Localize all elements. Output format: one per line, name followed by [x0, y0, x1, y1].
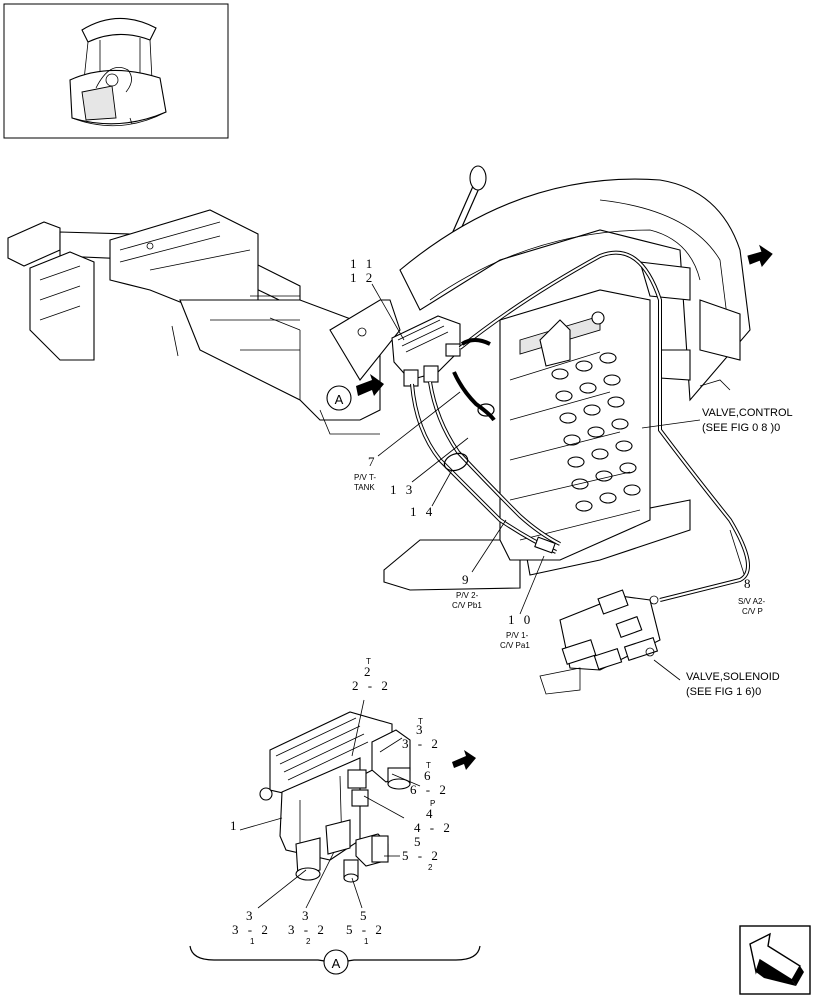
detail-pilot-valve	[259, 711, 411, 883]
svg-text:2: 2	[306, 937, 311, 946]
svg-text:1: 1	[250, 937, 255, 946]
svg-text:4: 4	[426, 806, 436, 821]
leader-lines	[371, 283, 745, 681]
ref-control-valve-1: VALVE,CONTROL	[702, 407, 793, 419]
control-valve-block	[499, 289, 651, 561]
callout-8-desc-2: C/V P	[742, 607, 763, 616]
svg-text:3 - 2: 3 - 2	[288, 922, 327, 937]
valve-spool	[587, 426, 605, 438]
valve-spool	[591, 448, 609, 460]
callout-8: 8	[744, 576, 754, 591]
svg-text:5 - 2: 5 - 2	[346, 922, 385, 937]
valve-spool	[583, 404, 601, 416]
valve-spool	[623, 484, 641, 496]
callout-10: 1 0	[508, 612, 533, 627]
solenoid-valve	[539, 589, 661, 695]
valve-spool	[599, 352, 617, 364]
navigation-arrow-icon[interactable]	[739, 925, 811, 995]
hoses	[410, 250, 750, 602]
svg-text:6 - 2: 6 - 2	[410, 782, 449, 797]
callout-11: 1 1	[350, 256, 375, 271]
callout-10-desc-1: P/V 1-	[506, 631, 529, 640]
svg-text:2: 2	[364, 664, 374, 679]
svg-text:T: T	[366, 657, 371, 666]
svg-text:5: 5	[360, 908, 370, 923]
valve-spool	[559, 412, 577, 424]
view-marker-label: A	[335, 392, 344, 407]
callout-12: 1 2	[350, 270, 375, 285]
pilot-valve	[391, 315, 461, 387]
svg-text:3: 3	[246, 908, 256, 923]
svg-text:3 - 2: 3 - 2	[232, 922, 271, 937]
valve-spool	[619, 462, 637, 474]
valve-spool	[599, 492, 617, 504]
valve-spool	[607, 396, 625, 408]
callout-8-desc-1: S/V A2-	[738, 597, 765, 606]
svg-text:6: 6	[424, 768, 434, 783]
svg-text:3: 3	[416, 722, 426, 737]
valve-spool	[567, 456, 585, 468]
valve-spool	[611, 418, 629, 430]
valve-spool	[575, 500, 593, 512]
callout-13: 1 3	[390, 482, 415, 497]
direction-arrow-icon	[747, 244, 773, 268]
svg-text:3: 3	[302, 908, 312, 923]
valve-spool	[615, 440, 633, 452]
detail-direction-arrow-icon	[452, 750, 476, 770]
svg-text:2 - 2: 2 - 2	[352, 678, 391, 693]
valve-spool	[575, 360, 593, 372]
callout-9: 9	[462, 572, 472, 587]
valve-spool	[563, 434, 581, 446]
svg-text:T: T	[418, 717, 423, 726]
valve-spool	[579, 382, 597, 394]
svg-text:1: 1	[364, 937, 369, 946]
detail-bracket: A	[189, 945, 481, 975]
svg-text:3 - 2: 3 - 2	[402, 736, 441, 751]
view-arrow-icon	[356, 374, 384, 396]
callout-14: 1 4	[410, 504, 435, 519]
svg-text:P: P	[430, 799, 435, 808]
svg-text:2: 2	[428, 863, 433, 872]
ref-solenoid-valve-1: VALVE,SOLENOID	[686, 671, 780, 683]
callout-7: 7	[368, 454, 378, 469]
svg-text:T: T	[426, 761, 431, 770]
valve-spool	[555, 390, 573, 402]
svg-text:5 - 2: 5 - 2	[402, 848, 441, 863]
detail-callout-1: 1	[230, 818, 240, 833]
valve-spool	[603, 374, 621, 386]
valve-spool	[551, 368, 569, 380]
detail-marker-label: A	[332, 956, 341, 971]
callout-9-desc-2: C/V Pb1	[452, 601, 482, 610]
tractor-thumbnail	[3, 3, 229, 139]
callout-7-desc-2: TANK	[354, 483, 375, 492]
svg-text:5: 5	[414, 834, 424, 849]
ref-solenoid-valve-2: (SEE FIG 1 6)0	[686, 686, 761, 698]
callout-10-desc-2: C/V Pa1	[500, 641, 530, 650]
detail-labels: T 2 2 - 2 T 3 3 - 2 T 6 6 - 2 P 4 4 - 2 …	[230, 657, 453, 946]
detail-leader-lines	[239, 699, 421, 909]
view-marker-a: A	[326, 374, 384, 411]
ref-control-valve-2: (SEE FIG 0 8 )0	[702, 422, 780, 434]
callout-9-desc-1: P/V 2-	[456, 591, 479, 600]
svg-text:4 - 2: 4 - 2	[414, 820, 453, 835]
callout-7-desc-1: P/V T-	[354, 473, 376, 482]
